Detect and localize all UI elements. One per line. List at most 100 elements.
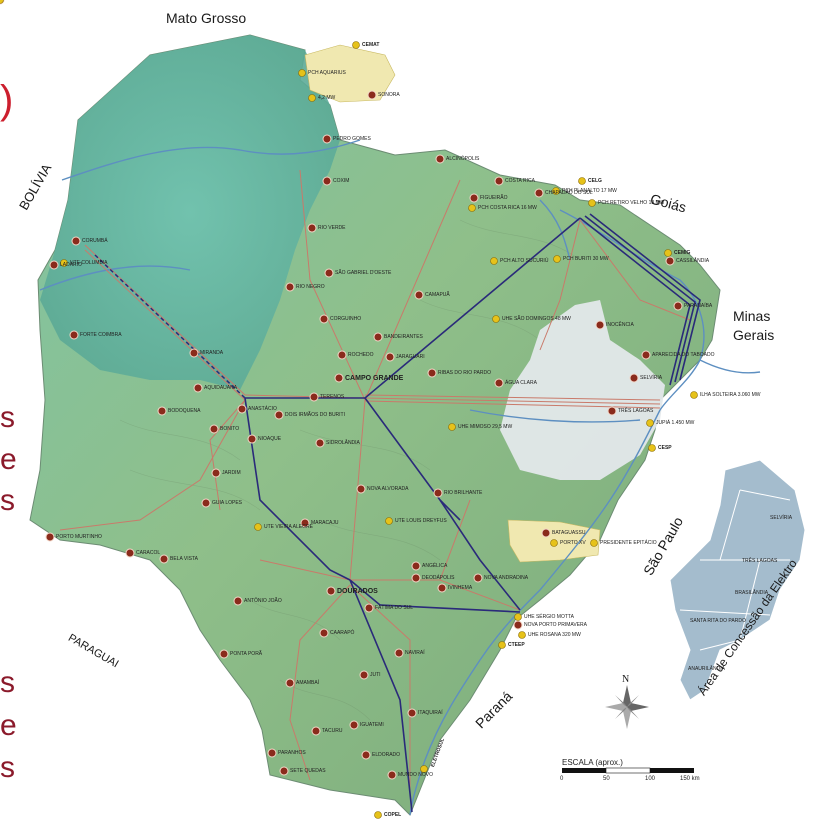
plant-aquarius-mw: 4,2 MW bbox=[318, 95, 336, 101]
city-marker-icon bbox=[673, 301, 683, 311]
city-marker-icon bbox=[157, 406, 167, 416]
scale-tick-0: 0 bbox=[560, 776, 564, 782]
inset-brasilandia: BRASILÂNDIA bbox=[735, 590, 769, 596]
city-bandeirantes: BANDEIRANTES bbox=[384, 334, 423, 340]
pantanal-region bbox=[40, 35, 340, 390]
city-paranaiba: PARANAÍBA bbox=[684, 303, 713, 309]
city-jaraguari: JARAGUARI bbox=[396, 354, 425, 360]
power-plant-icon bbox=[646, 419, 654, 427]
city-costa-rica: COSTA RICA bbox=[505, 178, 535, 184]
plant-ilha-solteira: ILHA SOLTEIRA 3.060 MW bbox=[700, 392, 761, 398]
label-gerais: Gerais bbox=[733, 327, 775, 343]
scale-tick-100: 100 bbox=[645, 776, 656, 782]
city-marker-icon bbox=[427, 368, 437, 378]
company-copel: COPEL bbox=[384, 812, 402, 818]
power-plant-icon bbox=[254, 523, 262, 531]
city-inocencia: INOCÊNCIA bbox=[606, 322, 634, 328]
city-maracaju: MARACAJU bbox=[311, 520, 339, 526]
inset-santa-rita: SANTA RITA DO PARDO bbox=[690, 618, 746, 624]
power-plant-icon bbox=[518, 631, 526, 639]
city-marker-icon bbox=[45, 532, 55, 542]
city-marker-icon bbox=[219, 649, 229, 659]
city-antonio-joao: ANTÔNIO JOÃO bbox=[244, 598, 282, 604]
inset-anaurilandia: ANAURILÂNDIA bbox=[688, 666, 725, 672]
city-selviria: SELVÍRIA bbox=[640, 375, 663, 381]
elektro-inset bbox=[669, 459, 806, 701]
plant-rosana: UHE ROSANA 320 MW bbox=[528, 632, 581, 638]
scale-bar bbox=[562, 767, 694, 774]
city-marker-icon bbox=[337, 350, 347, 360]
city-marker-icon bbox=[469, 193, 479, 203]
city-marker-icon bbox=[311, 726, 321, 736]
compass-rose-icon bbox=[605, 685, 649, 729]
city-marker-icon bbox=[322, 176, 332, 186]
city-marker-icon bbox=[367, 90, 377, 100]
city-campo-grande: CAMPO GRANDE bbox=[345, 375, 404, 382]
power-plant-icon bbox=[352, 41, 360, 49]
side-text-upper-3: s bbox=[0, 484, 15, 517]
tres-lagoas-area bbox=[500, 300, 665, 480]
city-marker-icon bbox=[233, 596, 243, 606]
city-marker-icon bbox=[285, 678, 295, 688]
city-coxim: COXIM bbox=[333, 178, 350, 184]
city-deodapolis: DEODÁPOLIS bbox=[422, 575, 455, 581]
city-porto-primavera: NOVA PORTO PRIMAVERA bbox=[524, 622, 587, 628]
side-text-lower-3: s bbox=[0, 751, 15, 784]
city-paranhos: PARANHOS bbox=[278, 750, 306, 756]
city-marker-icon bbox=[641, 350, 651, 360]
city-corguinho: CORGUINHO bbox=[330, 316, 362, 322]
city-marker-icon bbox=[309, 392, 319, 402]
city-marker-icon bbox=[69, 330, 79, 340]
city-marker-icon bbox=[267, 748, 277, 758]
power-plant-icon bbox=[498, 641, 506, 649]
city-marker-icon bbox=[159, 554, 169, 564]
city-nova-alvorada: NOVA ALVORADA bbox=[367, 486, 409, 492]
city-marker-icon bbox=[237, 404, 247, 414]
city-marker-icon bbox=[307, 223, 317, 233]
city-marker-icon bbox=[247, 434, 257, 444]
power-plant-icon bbox=[385, 517, 393, 525]
power-plant-icon bbox=[420, 765, 428, 773]
plant-planalto: PCH PLANALTO 17 MW bbox=[562, 188, 617, 194]
plant-jupia: JUPIÁ 1.450 MW bbox=[656, 420, 695, 426]
power-plant-icon bbox=[588, 199, 596, 207]
city-eldorado: ELDORADO bbox=[372, 752, 401, 758]
city-marker-icon bbox=[411, 561, 421, 571]
city-marker-icon bbox=[407, 708, 417, 718]
scale-tick-50: 50 bbox=[603, 776, 610, 782]
city-bela-vista: BELA VISTA bbox=[170, 556, 198, 562]
rivers bbox=[39, 139, 761, 816]
plant-porto-xv: PORTO XV bbox=[560, 540, 586, 546]
power-plant-icon bbox=[664, 249, 672, 257]
company-cteep: CTEEP bbox=[508, 642, 525, 648]
power-plant-icon bbox=[0, 0, 4, 4]
plant-alto-sucuriu: PCH ALTO SUCURIÚ bbox=[500, 258, 549, 264]
company-celg: CELG bbox=[588, 178, 602, 184]
compass-letter: N bbox=[622, 674, 630, 685]
power-plant-icon bbox=[448, 423, 456, 431]
city-marker-icon bbox=[473, 573, 483, 583]
city-amambai: AMAMBAÍ bbox=[296, 680, 320, 686]
power-plant-icon bbox=[514, 613, 522, 621]
power-plant-icon bbox=[690, 391, 698, 399]
city-dois-irmaos: DOIS IRMÃOS DO BURITI bbox=[285, 412, 346, 418]
city-marker-icon bbox=[319, 628, 329, 638]
city-marker-icon bbox=[361, 750, 371, 760]
plant-ute-vieira: UTE VIEIRA ALEGRE bbox=[264, 524, 313, 530]
plant-presidente-epitacio: PRESIDENTE EPITÁCIO bbox=[600, 540, 657, 546]
city-marker-icon bbox=[356, 484, 366, 494]
city-tres-lagoas: TRÊS LAGOAS bbox=[618, 408, 654, 414]
power-plant-icon bbox=[60, 259, 68, 267]
plant-sao-domingos: UHE SÃO DOMINGOS 48 MW bbox=[502, 316, 571, 322]
city-corumba: CORUMBÁ bbox=[82, 238, 108, 244]
city-sidrolandia: SIDROLÂNDIA bbox=[326, 440, 360, 446]
city-rio-brilhante: RIO BRILHANTE bbox=[444, 490, 483, 496]
city-alcinopolis: ALCINÓPOLIS bbox=[446, 156, 480, 162]
city-marker-icon bbox=[189, 348, 199, 358]
plant-retiro: PCH RETIRO VELHO 18 MW bbox=[598, 200, 665, 206]
city-bonito: BONITO bbox=[220, 426, 240, 432]
city-tacuru: TACURU bbox=[322, 728, 343, 734]
main-lines bbox=[244, 213, 701, 813]
power-plant-icon bbox=[578, 177, 586, 185]
